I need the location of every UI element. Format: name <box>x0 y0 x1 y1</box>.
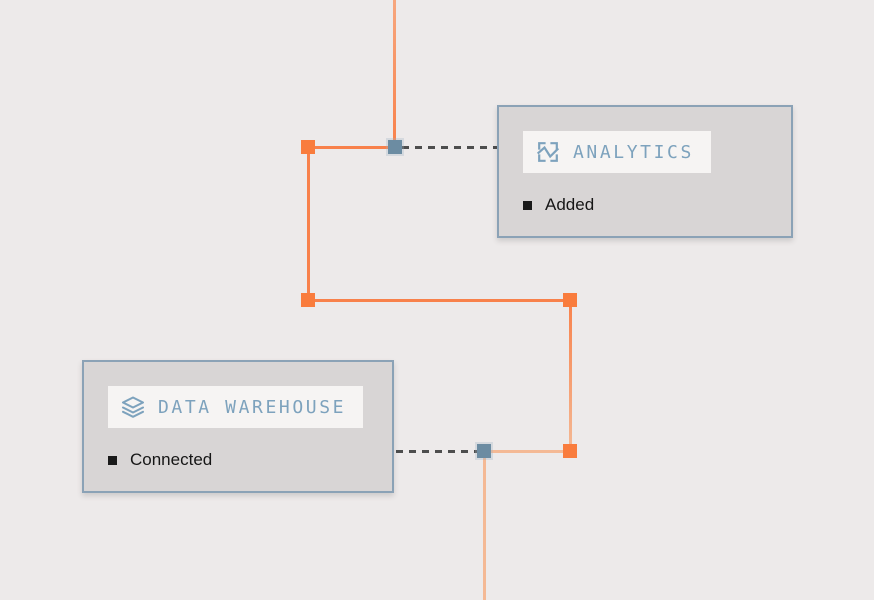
port-handle-warehouse[interactable] <box>477 444 491 458</box>
edge-segment-horizontal-2[interactable] <box>308 298 570 302</box>
edge-dashed-to-analytics[interactable] <box>402 145 497 149</box>
edge-dashed-to-warehouse[interactable] <box>396 449 477 453</box>
status-square-bullet <box>523 200 532 210</box>
status-label: Connected <box>130 450 213 469</box>
edge-segment-vertical-1[interactable] <box>306 147 310 300</box>
node-card-data-warehouse[interactable]: DATA WAREHOUSE Connected <box>82 360 394 493</box>
edge-handle-orange-4[interactable] <box>563 444 577 458</box>
node-title: ANALYTICS <box>573 141 694 163</box>
activity-frame-icon <box>536 140 560 164</box>
edge-segment-horizontal-1[interactable] <box>308 145 395 149</box>
port-handle-analytics[interactable] <box>388 140 402 154</box>
status-square-bullet <box>108 455 117 465</box>
edge-handle-orange-3[interactable] <box>563 293 577 307</box>
node-title-bar: ANALYTICS <box>523 131 711 173</box>
node-status: Connected <box>108 450 212 470</box>
edge-handle-orange-2[interactable] <box>301 293 315 307</box>
edge-segment-top-vertical[interactable] <box>393 0 396 146</box>
layers-icon <box>121 395 145 419</box>
node-card-analytics[interactable]: ANALYTICS Added <box>497 105 793 238</box>
node-title: DATA WAREHOUSE <box>158 396 347 418</box>
node-status: Added <box>523 195 594 215</box>
edge-segment-vertical-2[interactable] <box>568 300 572 451</box>
edge-segment-horizontal-3[interactable] <box>484 449 570 453</box>
edge-handle-orange-1[interactable] <box>301 140 315 154</box>
edge-segment-bottom-vertical[interactable] <box>482 451 486 600</box>
status-label: Added <box>545 195 595 214</box>
node-title-bar: DATA WAREHOUSE <box>108 386 364 428</box>
